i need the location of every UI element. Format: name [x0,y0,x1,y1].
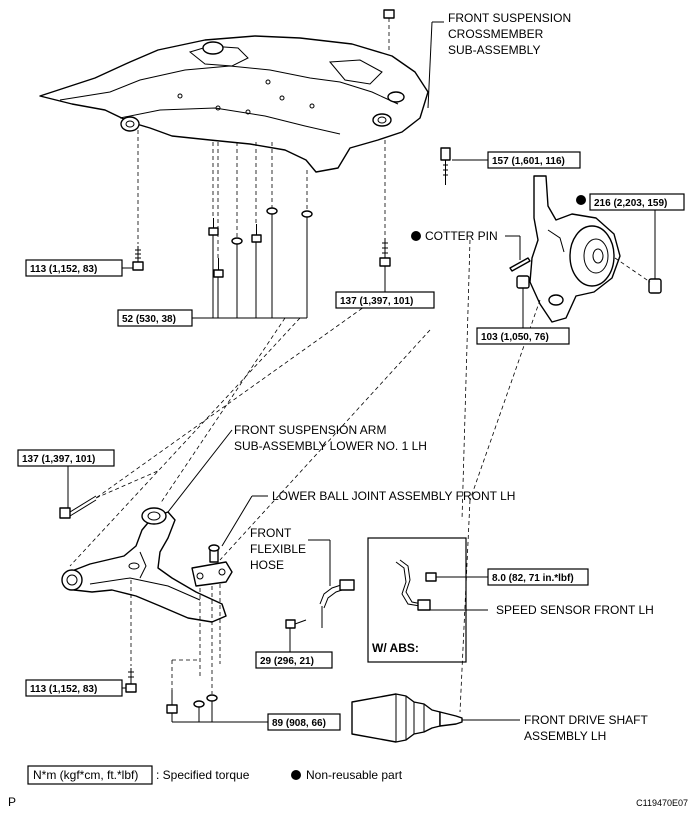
svg-text:N*m (kgf*cm, ft.*lbf): N*m (kgf*cm, ft.*lbf) [33,768,138,782]
svg-text:89 (908, 66): 89 (908, 66) [272,718,326,729]
ball-joint-label: LOWER BALL JOINT ASSEMBLY FRONT LH [272,489,515,503]
dash-arm-1 [159,317,286,505]
svg-text:103 (1,050, 76): 103 (1,050, 76) [481,332,549,343]
svg-text:FRONT SUSPENSION ARM: FRONT SUSPENSION ARM [234,423,386,437]
crossmember-bolt-157 [440,147,488,185]
svg-text:113 (1,152, 83): 113 (1,152, 83) [30,684,97,695]
lower-arm-bolt-113 [122,580,137,693]
flexible-hose-label: FRONT FLEXIBLE HOSE [250,526,306,572]
svg-text:CROSSMEMBER: CROSSMEMBER [448,27,544,41]
legend: N*m (kgf*cm, ft.*lbf) : Specified torque… [27,765,403,785]
top-nut [383,9,395,50]
torque-box-8: 8.0 (82, 71 in.*lbf) [487,568,589,586]
non-reusable-dot-icon [411,231,421,241]
svg-text:COTTER PIN: COTTER PIN [425,229,498,243]
abs-box-label: W/ ABS: [372,641,419,655]
abs-box [367,537,488,663]
svg-text:FRONT: FRONT [250,526,292,540]
svg-text:SUB-ASSEMBLY LOWER NO. 1 LH: SUB-ASSEMBLY LOWER NO. 1 LH [234,439,427,453]
dash-arm-4 [219,329,431,561]
cotter-pin-label: COTTER PIN [411,229,498,243]
svg-text:HOSE: HOSE [250,558,284,572]
non-reusable-dot-icon [291,770,301,780]
lower-arm-illustration [61,507,227,623]
dash-knuckle-2 [461,239,471,521]
svg-text:FLEXIBLE: FLEXIBLE [250,542,306,556]
torque-box-89: 89 (908, 66) [267,713,341,731]
svg-text:SUB-ASSEMBLY: SUB-ASSEMBLY [448,43,540,57]
crossmember-leader [427,21,433,109]
torque-box-137-arm: 137 (1,397, 101) [17,449,115,467]
knuckle-nut-216 [614,210,662,294]
speed-sensor-label: SPEED SENSOR FRONT LH [496,603,654,617]
torque-box-216: 216 (2,203, 159) [589,193,685,211]
crossmember-illustration [39,35,429,173]
center-bolts-52 [192,142,313,319]
non-reusable-dot-icon [576,195,586,205]
crossmember-label: FRONT SUSPENSION CROSSMEMBER SUB-ASSEMBL… [448,11,571,57]
ball-joint-bolts-89 [166,584,268,723]
lower-arm-leader [167,429,233,513]
torque-box-52: 52 (530, 38) [117,309,193,327]
svg-text:216 (2,203, 159): 216 (2,203, 159) [594,198,667,209]
cotter-pin-illustration [505,235,531,272]
torque-box-29: 29 (296, 21) [255,651,333,669]
torque-box-157: 157 (1,601, 116) [487,151,581,169]
lower-ball-joint-illustration [191,495,268,587]
dash-arm-3 [95,291,386,499]
torque-box-103: 103 (1,050, 76) [476,327,570,345]
svg-text:137 (1,397, 101): 137 (1,397, 101) [340,296,413,307]
crossmember-bolt-113-left [122,130,144,271]
castle-nut-103 [516,275,530,328]
footer-code: C119470E07 [636,798,688,808]
lower-arm-bolt-137 [59,466,161,519]
svg-text:FRONT DRIVE SHAFT: FRONT DRIVE SHAFT [524,713,648,727]
svg-text:: Specified torque: : Specified torque [156,768,250,782]
torque-box-137-center: 137 (1,397, 101) [335,291,435,309]
svg-text:157 (1,601, 116): 157 (1,601, 116) [492,156,565,167]
crossmember-bolt-137 [379,140,391,292]
hose-bolt-29 [285,619,307,652]
svg-text:52 (530, 38): 52 (530, 38) [122,314,176,325]
lower-arm-label: FRONT SUSPENSION ARM SUB-ASSEMBLY LOWER … [234,423,427,453]
svg-text:113 (1,152, 83): 113 (1,152, 83) [30,264,97,275]
svg-text:Non-reusable part: Non-reusable part [306,768,403,782]
dash-arm-2 [69,317,301,567]
drive-shaft-label: FRONT DRIVE SHAFT ASSEMBLY LH [524,713,648,743]
svg-text:ASSEMBLY LH: ASSEMBLY LH [524,729,606,743]
torque-box-113-top: 113 (1,152, 83) [25,259,123,277]
drive-shaft-illustration [351,499,520,743]
torque-box-113-arm: 113 (1,152, 83) [25,679,123,697]
svg-text:8.0 (82, 71 in.*lbf): 8.0 (82, 71 in.*lbf) [492,573,574,584]
svg-text:137 (1,397, 101): 137 (1,397, 101) [22,454,95,465]
flexible-hose-illustration [308,539,355,628]
svg-text:FRONT SUSPENSION: FRONT SUSPENSION [448,11,571,25]
svg-text:29 (296, 21): 29 (296, 21) [260,656,314,667]
steering-knuckle-illustration [529,175,621,323]
footer-page-mark: P [8,795,16,809]
